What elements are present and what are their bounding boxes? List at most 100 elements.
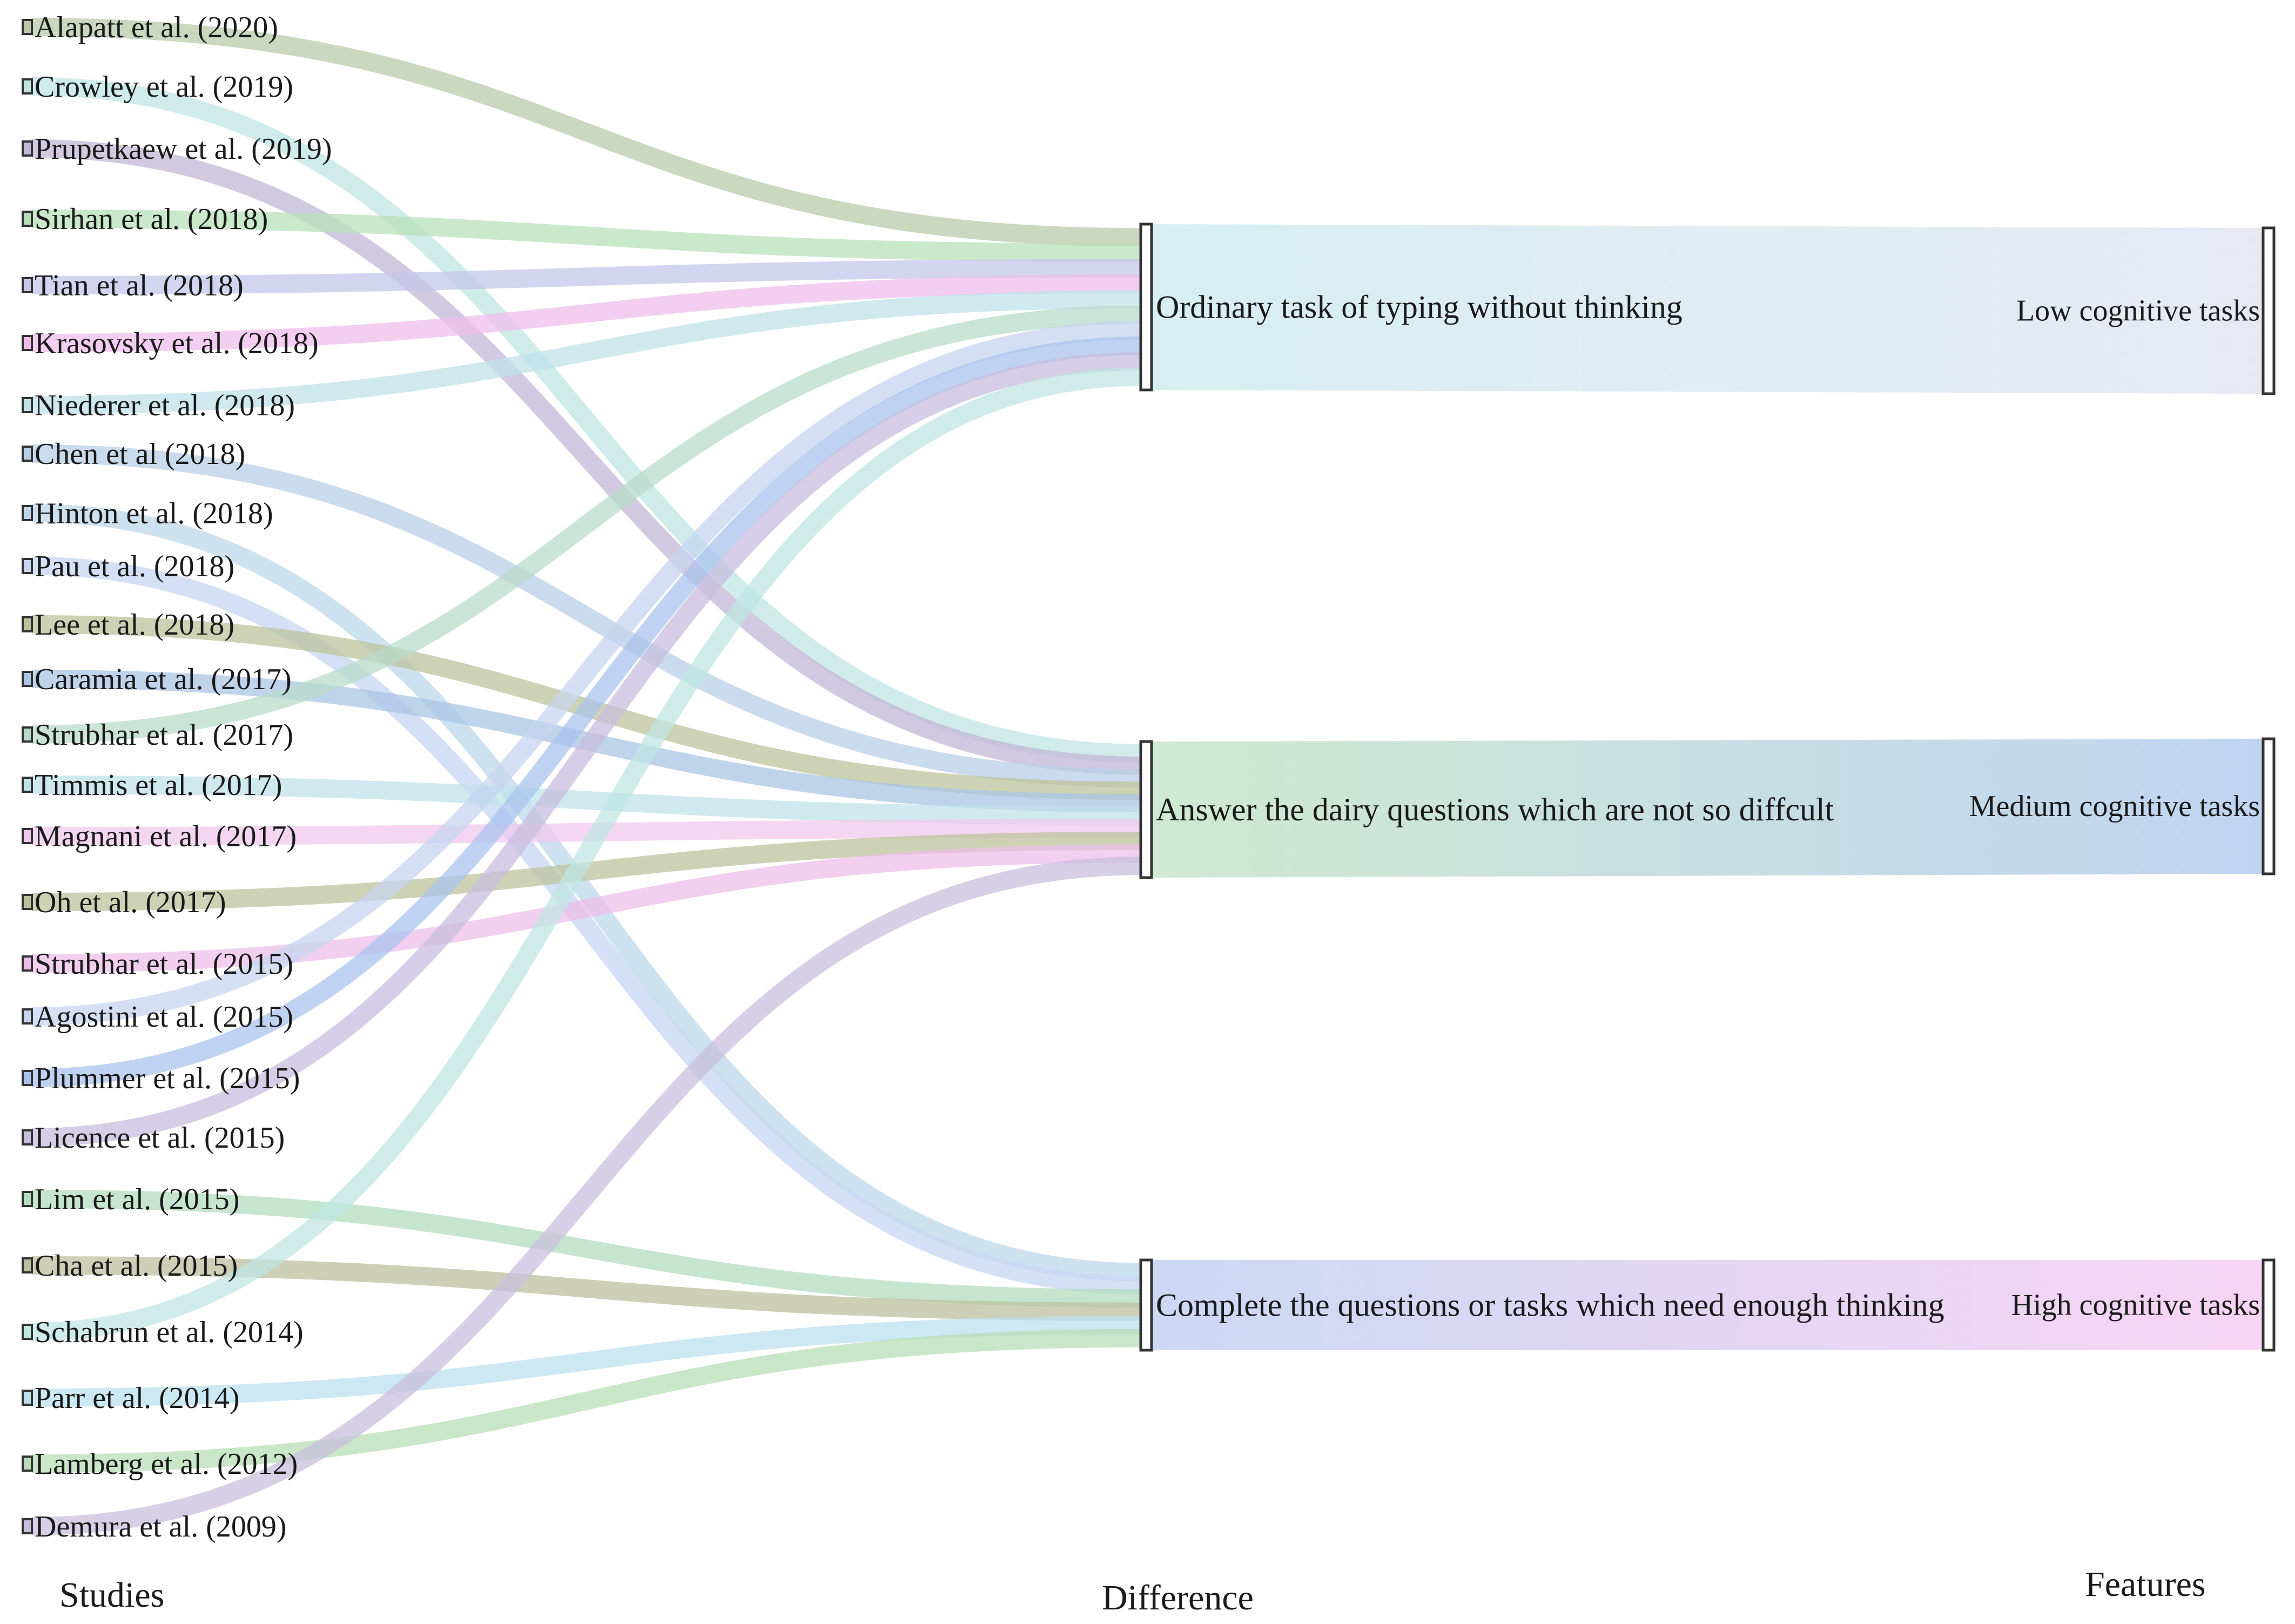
feature-node: High cognitive tasks [2011,1258,2276,1352]
study-link [31,844,1141,973]
study-label: Lee et al. (2018) [35,608,234,642]
study-link [31,819,1141,845]
study-label: Prupetkaew et al. (2019) [35,132,332,166]
study-node: Krasovsky et al. (2018) [22,327,319,360]
study-label: Plummer et al. (2015) [35,1062,300,1095]
study-link [31,1316,1141,1407]
study-marker [22,616,33,632]
difference-node: Ordinary task of typing without thinking [1139,223,1682,392]
study-marker [22,1390,33,1406]
study-label: Cha et al. (2015) [35,1249,238,1283]
feature-band [1152,224,2263,394]
study-node: Magnani et al. (2017) [22,820,297,853]
study-link [31,504,1141,1282]
study-label: Schabrun et al. (2014) [35,1316,304,1349]
difference-node: Answer the dairy questions which are not… [1139,740,1834,879]
study-label: Magnani et al. (2017) [35,820,297,853]
study-label: Parr et al. (2014) [35,1382,239,1415]
study-label: Timmis et al. (2017) [35,769,282,802]
study-node: Strubhar et al. (2017) [22,718,293,752]
study-link [31,210,1141,262]
study-marker [22,397,33,413]
studies-column: Alapatt et al. (2020) Crowley et al. (201… [22,11,332,1544]
study-node: Schabrun et al. (2014) [22,1316,304,1349]
difference-node-bar [1139,223,1153,392]
difference-node-bar [1139,1258,1153,1352]
study-node: Demura et al. (2009) [22,1510,286,1544]
study-label: Strubhar et al. (2015) [35,947,293,981]
study-node: Timmis et al. (2017) [22,769,282,802]
study-link [31,367,1141,1341]
study-label: Caramia et al. (2017) [35,663,292,696]
links-layer [31,18,1141,1535]
study-node: Caramia et al. (2017) [22,663,292,696]
feature-band [1152,739,2263,878]
study-node: Lee et al. (2018) [22,608,234,642]
bands-layer [1152,224,2263,1350]
study-marker [22,777,33,793]
feature-node-bar [2262,226,2276,395]
study-marker [22,671,33,687]
study-marker [22,211,33,227]
study-node: Prupetkaew et al. (2019) [22,132,332,166]
study-label: Tian et al. (2018) [35,269,244,302]
study-label: Crowley et al. (2019) [35,70,293,104]
study-label: Strubhar et al. (2017) [35,718,293,752]
study-node: Parr et al. (2014) [22,1382,239,1415]
study-node: Sirhan et al. (2018) [22,203,268,236]
study-label: Niederer et al. (2018) [35,389,295,422]
study-link [31,557,1141,1295]
study-label: Pau et al. (2018) [35,550,234,583]
feature-band [1152,1260,2263,1350]
study-link [31,321,1141,1026]
study-marker [22,894,33,910]
study-link [31,18,1141,247]
study-link [31,857,1141,1535]
study-node: Hinton et al. (2018) [22,497,273,530]
study-node: Tian et al. (2018) [22,269,244,302]
study-marker [22,78,33,95]
study-node: Oh et al. (2017) [22,886,226,919]
study-marker [22,1191,33,1207]
study-link [31,1190,1141,1308]
study-marker [22,446,33,462]
study-link [31,139,1141,775]
study-link [31,1329,1141,1473]
studies-column-label: Studies [59,1575,164,1615]
study-label: Demura et al. (2009) [35,1510,286,1544]
study-label: Oh et al. (2017) [35,886,226,919]
study-node: Cha et al. (2015) [22,1249,238,1283]
difference-node-bar [1139,740,1153,879]
study-node: Alapatt et al. (2020) [22,11,278,44]
feature-label: Medium cognitive tasks [1969,790,2260,823]
study-link [31,305,1141,744]
study-marker [22,140,33,157]
study-marker [22,828,33,844]
study-node: Lim et al. (2015) [22,1183,239,1216]
study-node: Strubhar et al. (2015) [22,947,293,981]
study-marker [22,955,33,972]
study-link [31,352,1141,1147]
study-label: Lamberg et al. (2012) [35,1447,298,1481]
feature-node: Low cognitive tasks [2016,226,2276,395]
study-label: Lim et al. (2015) [35,1183,239,1216]
study-label: Alapatt et al. (2020) [35,11,278,44]
study-link [31,444,1141,787]
study-link [31,274,1141,352]
study-marker [22,1455,33,1472]
study-marker [22,335,33,351]
study-marker [22,1518,33,1534]
study-marker [22,726,33,743]
study-marker [22,1070,33,1086]
study-node: Licence et al. (2015) [22,1121,285,1155]
feature-label: High cognitive tasks [2011,1289,2260,1322]
study-marker [22,558,33,574]
study-link [31,776,1141,825]
difference-label: Ordinary task of typing without thinking [1156,289,1682,325]
study-label: Krasovsky et al. (2018) [35,327,319,360]
difference-column: Ordinary task of typing without thinking… [1139,223,1944,1352]
study-label: Chen et al (2018) [35,437,245,471]
difference-label: Complete the questions or tasks which ne… [1156,1288,1944,1323]
difference-column-label: Difference [1102,1578,1254,1618]
